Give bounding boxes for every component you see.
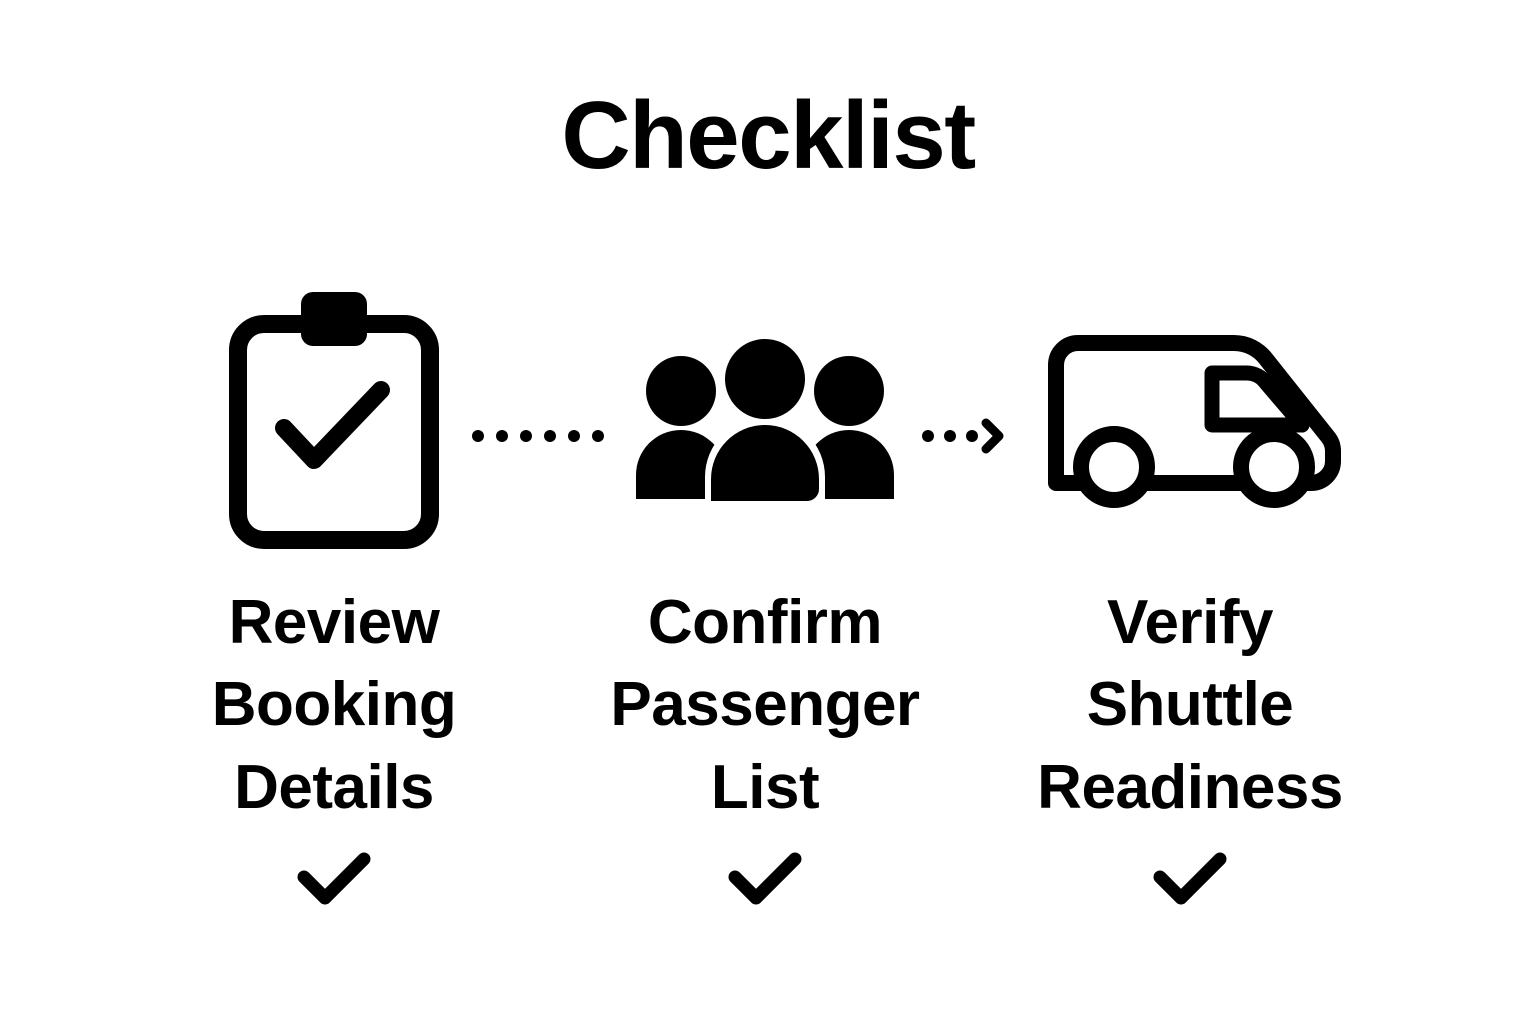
- page-title: Checklist: [561, 82, 976, 189]
- van-shuttle-icon: [1030, 280, 1350, 560]
- clipboard-check-icon: [174, 280, 494, 560]
- checklist-step-review-booking-details[interactable]: Review Booking Details: [154, 280, 514, 911]
- checkmark-icon: [726, 847, 804, 911]
- checkmark-icon: [1151, 847, 1229, 911]
- step-label: Confirm Passenger List: [610, 588, 920, 822]
- checklist-step-verify-shuttle-readiness[interactable]: Verify Shuttle Readiness: [1010, 280, 1370, 911]
- checklist-step-confirm-passenger-list[interactable]: Confirm Passenger List: [585, 280, 945, 911]
- step-label: Review Booking Details: [211, 588, 457, 822]
- arrowhead-icon: [981, 418, 1004, 454]
- connector-dotted-step1-step2: [470, 412, 610, 460]
- connector-dotted-arrow-step2-step3: [920, 412, 1010, 460]
- step-label: Verify Shuttle Readiness: [1037, 588, 1343, 822]
- people-group-icon: [605, 280, 925, 560]
- checkmark-icon: [295, 847, 373, 911]
